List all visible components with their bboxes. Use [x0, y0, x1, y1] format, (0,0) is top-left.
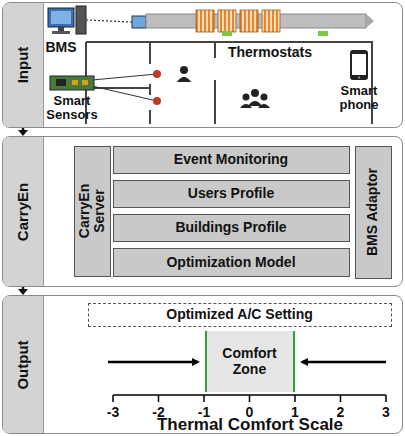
panel-strip: CarryEn [3, 137, 44, 286]
floor-plan-part [149, 42, 151, 124]
thermostat-units-part [318, 31, 328, 36]
group-icon-part [248, 101, 262, 106]
floor-plan [86, 42, 372, 124]
thermostat-units [196, 10, 328, 36]
sensor-wires-part [92, 74, 157, 80]
box-label: BMS Adaptor [365, 150, 380, 275]
process-box: Event Monitoring [113, 146, 350, 174]
person-icon [177, 66, 191, 82]
comfort-arrows-part [108, 361, 198, 364]
sensor-board-part [50, 76, 94, 90]
axis-title: Thermal Comfort Scale [157, 416, 343, 435]
group-icon-part [261, 94, 268, 101]
stage-label: Input [15, 47, 32, 84]
bms-computer-part [76, 6, 86, 34]
group-icon [240, 89, 270, 108]
box-label: Buildings Profile [175, 219, 286, 235]
thermostat-units-part [196, 10, 214, 32]
device-label: Thermostats [228, 45, 312, 60]
sensor-board-part [82, 80, 88, 85]
sensor-wires [92, 74, 157, 101]
air-duct [146, 14, 374, 28]
sensor-dots-part [153, 70, 161, 78]
bms-link-part [86, 20, 132, 22]
bms-computer-part [48, 8, 74, 27]
sensor-dots [153, 70, 161, 105]
device-label: Smart phone [336, 84, 382, 113]
group-icon-part [258, 104, 270, 108]
bms-computer-part [51, 11, 71, 24]
smartphone-icon [350, 50, 368, 80]
process-box: Users Profile [113, 180, 350, 208]
box-label: Comfort Zone [215, 345, 285, 377]
device-label: BMS [45, 40, 76, 55]
sensor-wires-part [92, 86, 157, 101]
box-label: Optimization Model [166, 254, 295, 270]
flow-arrow [18, 287, 28, 295]
comfort-arrows-part [302, 361, 386, 364]
vertical-box: BMS Adaptor [355, 146, 392, 279]
scale-axis-part [113, 395, 386, 402]
sensor-board-part [56, 79, 66, 86]
comfort-zone: Comfort Zone [205, 331, 295, 392]
stage-label: Output [15, 340, 32, 389]
smartphone-icon-part [350, 50, 368, 80]
group-icon-part [240, 104, 252, 108]
scale-number: -3 [107, 405, 119, 420]
bms-link-part [132, 16, 146, 28]
scale-number: 3 [382, 405, 390, 420]
output-box: Optimized A/C Setting [88, 303, 392, 327]
sensor-board-part [72, 80, 78, 85]
process-box: Buildings Profile [113, 214, 350, 242]
person-icon-part [177, 77, 191, 82]
floor-plan-part [86, 42, 372, 124]
box-label: Users Profile [188, 185, 274, 201]
box-label: Event Monitoring [174, 151, 288, 167]
device-label: Smart Sensors [44, 94, 100, 123]
sensor-dots-part [153, 97, 161, 105]
group-icon-part [251, 89, 259, 97]
air-duct-part [366, 14, 374, 28]
flow-arrow [18, 128, 28, 136]
bms-computer-part [58, 27, 64, 31]
process-box: Optimization Model [113, 248, 350, 277]
panel-strip: Output [3, 296, 44, 433]
panel-strip: Input [3, 3, 44, 127]
bms-computer-part [52, 31, 70, 34]
stage-label: CarryEn [15, 182, 32, 240]
thermostat-units-part [222, 31, 232, 36]
bms-link [86, 16, 146, 28]
box-label: CarryEn Server [77, 176, 108, 246]
stage-panel: Output Optimized A/C SettingComfort Zone [2, 295, 403, 434]
stage-panel: Input [2, 2, 403, 128]
floor-plan-part [214, 42, 216, 124]
scale-axis [113, 395, 386, 402]
sensor-board [50, 76, 94, 90]
stage-panel: CarryEn CarryEn Server Event MonitoringUse… [2, 136, 403, 287]
person-icon-part [180, 66, 188, 74]
smartphone-icon-part [352, 54, 366, 75]
thermostat-units-part [218, 10, 236, 32]
group-icon-part [243, 94, 250, 101]
smartphone-icon-part [358, 76, 360, 78]
box-label: Optimized A/C Setting [166, 306, 312, 322]
vertical-box: CarryEn Server [74, 146, 111, 277]
thermostat-units-part [262, 10, 280, 32]
thermostat-units-part [240, 10, 258, 32]
bms-computer [48, 6, 86, 34]
